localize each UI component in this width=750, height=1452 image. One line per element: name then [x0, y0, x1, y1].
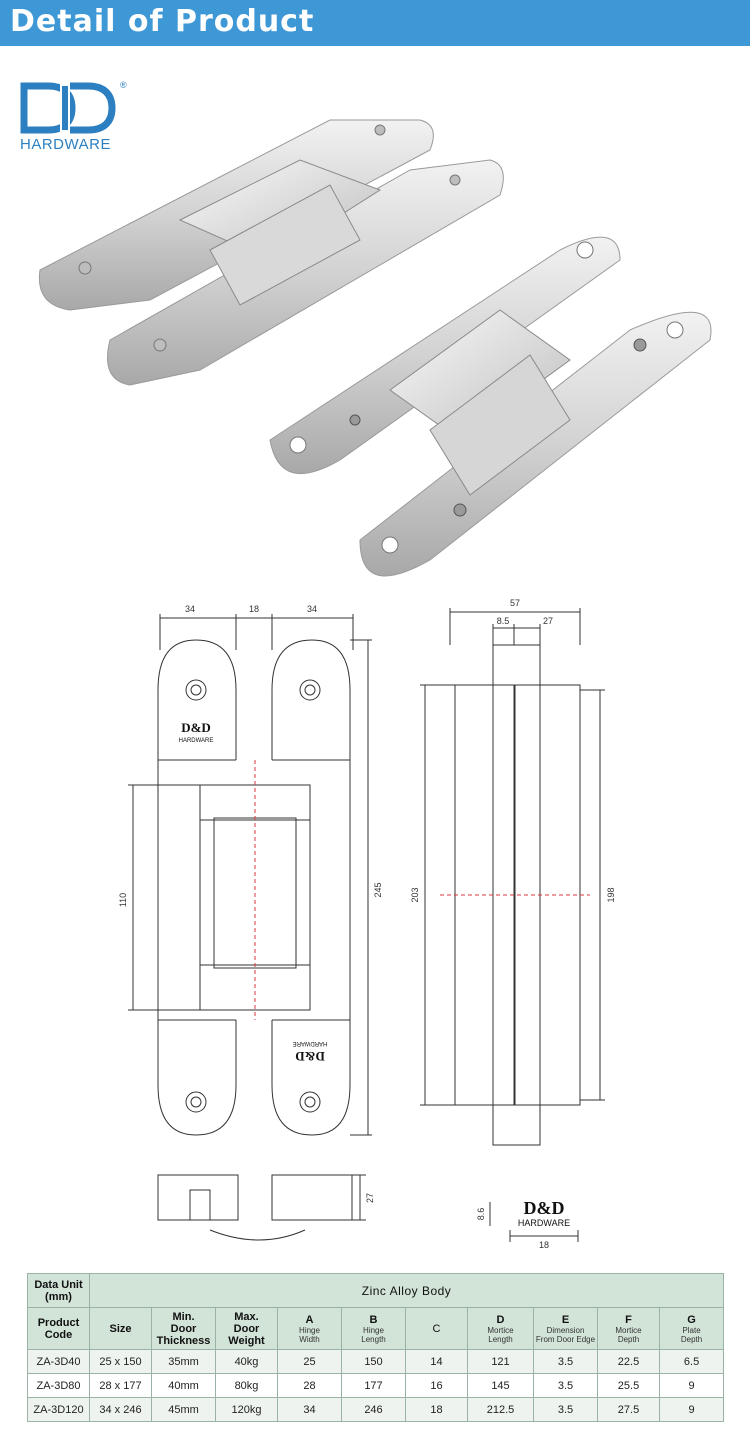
- col-e-letter: E: [561, 1313, 570, 1326]
- table-cell: 18: [405, 1397, 468, 1422]
- table-cell: 177: [341, 1373, 406, 1398]
- table-cell: 3.5: [533, 1349, 598, 1374]
- data-unit-cell: Data Unit (mm): [27, 1273, 90, 1308]
- dim-side-length-left: 203: [410, 887, 420, 902]
- dim-side-a: 8.5: [497, 616, 510, 626]
- col-product-code: Product Code: [27, 1307, 90, 1350]
- table-cell: 6.5: [658, 1349, 725, 1374]
- col-g-sub: Plate Depth: [680, 1325, 703, 1344]
- table-cell: 25: [277, 1349, 342, 1374]
- plate-sub-bottom: HARDWARE: [293, 1040, 328, 1046]
- table-cell: 3.5: [533, 1373, 598, 1398]
- dim-plate-width-right: 34: [307, 604, 317, 614]
- table-row: ZA-3D120 34 x 246 45mm 120kg 34 246 18 2…: [27, 1397, 725, 1422]
- table-cell: 145: [467, 1373, 534, 1398]
- dim-side-b: 27: [543, 616, 553, 626]
- table-cell: 34 x 246: [89, 1397, 152, 1422]
- registered-mark: ®: [120, 80, 127, 90]
- table-cell: ZA-3D120: [27, 1397, 90, 1422]
- spec-table: Data Unit (mm) Zinc Alloy Body Product C…: [27, 1273, 725, 1422]
- table-cell: ZA-3D40: [27, 1349, 90, 1374]
- page-title: Detail of Product: [10, 4, 315, 39]
- table-cell: 45mm: [151, 1397, 216, 1422]
- col-max-weight: Max. Door Weight: [215, 1307, 278, 1350]
- plate-logo-bottom: D&D: [295, 1049, 325, 1064]
- plate-logo-top: D&D: [181, 720, 211, 735]
- badge-logo: D&D: [524, 1198, 565, 1218]
- table-cell: 246: [341, 1397, 406, 1422]
- col-e-sub: Dimension From Door Edge: [535, 1325, 596, 1344]
- dim-gap: 18: [249, 604, 259, 614]
- col-f-sub: Mortice Depth: [615, 1325, 642, 1344]
- col-f-letter: F: [625, 1313, 632, 1326]
- dim-badge-height: 8.6: [476, 1208, 486, 1221]
- badge-sub: HARDWARE: [518, 1218, 570, 1228]
- table-cell: ZA-3D80: [27, 1373, 90, 1398]
- table-cell: 28 x 177: [89, 1373, 152, 1398]
- table-cell: 121: [467, 1349, 534, 1374]
- table-cell: 9: [658, 1373, 725, 1398]
- table-cell: 9: [658, 1397, 725, 1422]
- table-cell: 40mm: [151, 1373, 216, 1398]
- table-cell: 35mm: [151, 1349, 216, 1374]
- brand-wordmark: HARDWARE: [20, 136, 111, 153]
- plate-sub-top: HARDWARE: [179, 738, 214, 744]
- open-hinge: [269, 236, 712, 577]
- dim-side-total: 57: [510, 598, 520, 608]
- closed-hinge: [38, 119, 504, 386]
- table-cell: 27.5: [597, 1397, 660, 1422]
- dim-plate-width-left: 34: [185, 604, 195, 614]
- table-row: ZA-3D40 25 x 150 35mm 40kg 25 150 14 121…: [27, 1349, 725, 1374]
- table-cell: 16: [405, 1373, 468, 1398]
- dim-side-length-right: 198: [606, 887, 616, 902]
- brand-logo: ® HARDWARE: [20, 80, 130, 160]
- table-cell: 40kg: [215, 1349, 278, 1374]
- table-cell: 3.5: [533, 1397, 598, 1422]
- dim-bottom-depth: 27: [365, 1193, 375, 1203]
- col-c: C: [405, 1307, 468, 1350]
- col-size: Size: [89, 1307, 152, 1350]
- title-banner: Detail of Product: [0, 0, 750, 46]
- table-cell: 212.5: [467, 1397, 534, 1422]
- col-min-thickness: Min. Door Thickness: [151, 1307, 216, 1350]
- table-cell: 22.5: [597, 1349, 660, 1374]
- table-cell: 28: [277, 1373, 342, 1398]
- table-cell: 34: [277, 1397, 342, 1422]
- table-cell: 25.5: [597, 1373, 660, 1398]
- table-row: ZA-3D80 28 x 177 40mm 80kg 28 177 16 145…: [27, 1373, 725, 1398]
- col-d-sub: Mortice Length: [487, 1325, 514, 1344]
- dim-badge-width: 18: [539, 1240, 549, 1250]
- table-cell: 25 x 150: [89, 1349, 152, 1374]
- col-b-letter: B: [369, 1313, 378, 1326]
- technical-drawing: 34 18 34 57 8.5 27 110 245 203 198 27 8.…: [118, 598, 616, 1250]
- table-cell: 150: [341, 1349, 406, 1374]
- col-d-letter: D: [496, 1313, 505, 1326]
- dim-body-length: 110: [118, 893, 128, 907]
- col-g-letter: G: [687, 1313, 696, 1326]
- dim-total-length: 245: [373, 882, 383, 897]
- table-cell: 14: [405, 1349, 468, 1374]
- col-a-sub: Hinge Width: [299, 1325, 320, 1344]
- table-cell: 80kg: [215, 1373, 278, 1398]
- table-cell: 120kg: [215, 1397, 278, 1422]
- dd-logo-icon: [20, 82, 116, 134]
- col-b-sub: Hinge Length: [361, 1325, 386, 1344]
- col-a-letter: A: [305, 1313, 314, 1326]
- body-title-cell: Zinc Alloy Body: [88, 1273, 725, 1308]
- product-photo: [38, 119, 712, 577]
